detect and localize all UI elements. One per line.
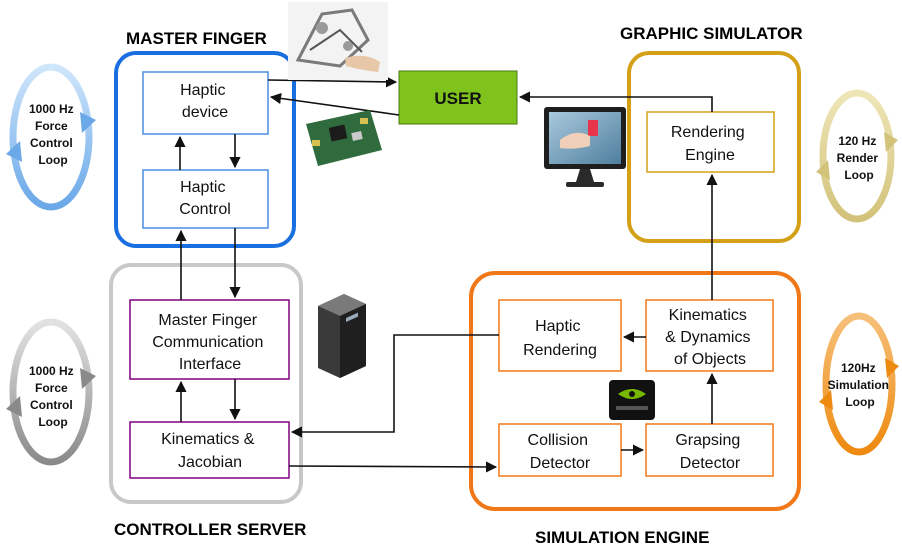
force-control-loop-top-icon: 1000 Hz Force Control Loop bbox=[6, 63, 96, 211]
arrow-device-to-user bbox=[267, 76, 398, 88]
grasping-detector-box bbox=[645, 423, 774, 477]
collision-detector-label: Collision Detector bbox=[528, 432, 593, 472]
communication-interface-label: Master Finger Communication Interface bbox=[152, 312, 268, 373]
master-finger-title: MASTER FINGER bbox=[126, 29, 267, 48]
haptic-device-box bbox=[142, 71, 269, 135]
master-finger-frame bbox=[114, 51, 296, 248]
force-control-loop-bottom-label: 1000 Hz Force Control Loop bbox=[29, 364, 77, 429]
graphic-simulator-title: GRAPHIC SIMULATOR bbox=[620, 24, 803, 43]
rendering-engine-label: Rendering Engine bbox=[671, 124, 749, 164]
graphic-simulator-frame bbox=[627, 51, 801, 243]
force-control-loop-top-label: 1000 Hz Force Control Loop bbox=[29, 102, 77, 167]
haptic-device-label: Haptic device bbox=[180, 82, 230, 121]
server-tower-icon bbox=[318, 294, 366, 378]
haptic-rendering-label: Haptic Rendering bbox=[523, 318, 597, 359]
simulation-engine-title: SIMULATION ENGINE bbox=[535, 528, 709, 546]
grasping-detector-label: Grapsing Detector bbox=[675, 432, 744, 472]
user-label: USER bbox=[434, 89, 481, 108]
haptic-device-photo-icon bbox=[288, 2, 388, 80]
controller-server-frame bbox=[109, 263, 303, 504]
simulation-loop-icon: 120Hz Simulation Loop bbox=[819, 312, 899, 456]
arrow-user-to-device bbox=[269, 92, 400, 116]
haptic-control-label: Haptic Control bbox=[179, 179, 231, 218]
arrow-rendering-to-kin bbox=[290, 334, 499, 438]
haptic-control-box bbox=[142, 169, 269, 229]
communication-interface-box bbox=[129, 299, 290, 380]
simulation-loop-label: 120Hz Simulation Loop bbox=[828, 361, 893, 409]
rendering-engine-box bbox=[646, 111, 775, 173]
force-control-loop-bottom-icon: 1000 Hz Force Control Loop bbox=[6, 318, 96, 466]
circuit-board-icon bbox=[306, 110, 382, 166]
kinematics-dynamics-label: Kinematics & Dynamics of Objects bbox=[665, 307, 755, 368]
kinematics-dynamics-box bbox=[645, 299, 774, 372]
collision-detector-box bbox=[498, 423, 622, 477]
simulation-engine-frame bbox=[469, 271, 801, 511]
user-box bbox=[398, 70, 518, 125]
arrow-kin-to-collision bbox=[288, 461, 498, 473]
render-loop-label: 120 Hz Render Loop bbox=[837, 134, 882, 182]
arrow-render-to-user bbox=[518, 91, 713, 112]
nvidia-physx-icon bbox=[609, 380, 655, 420]
controller-server-title: CONTROLLER SERVER bbox=[114, 520, 306, 539]
render-loop-icon: 120 Hz Render Loop bbox=[816, 89, 898, 223]
kinematics-jacobian-box bbox=[129, 421, 290, 479]
monitor-icon bbox=[544, 107, 626, 187]
kinematics-jacobian-label: Kinematics & Jacobian bbox=[161, 431, 259, 471]
haptic-rendering-box bbox=[498, 299, 622, 372]
